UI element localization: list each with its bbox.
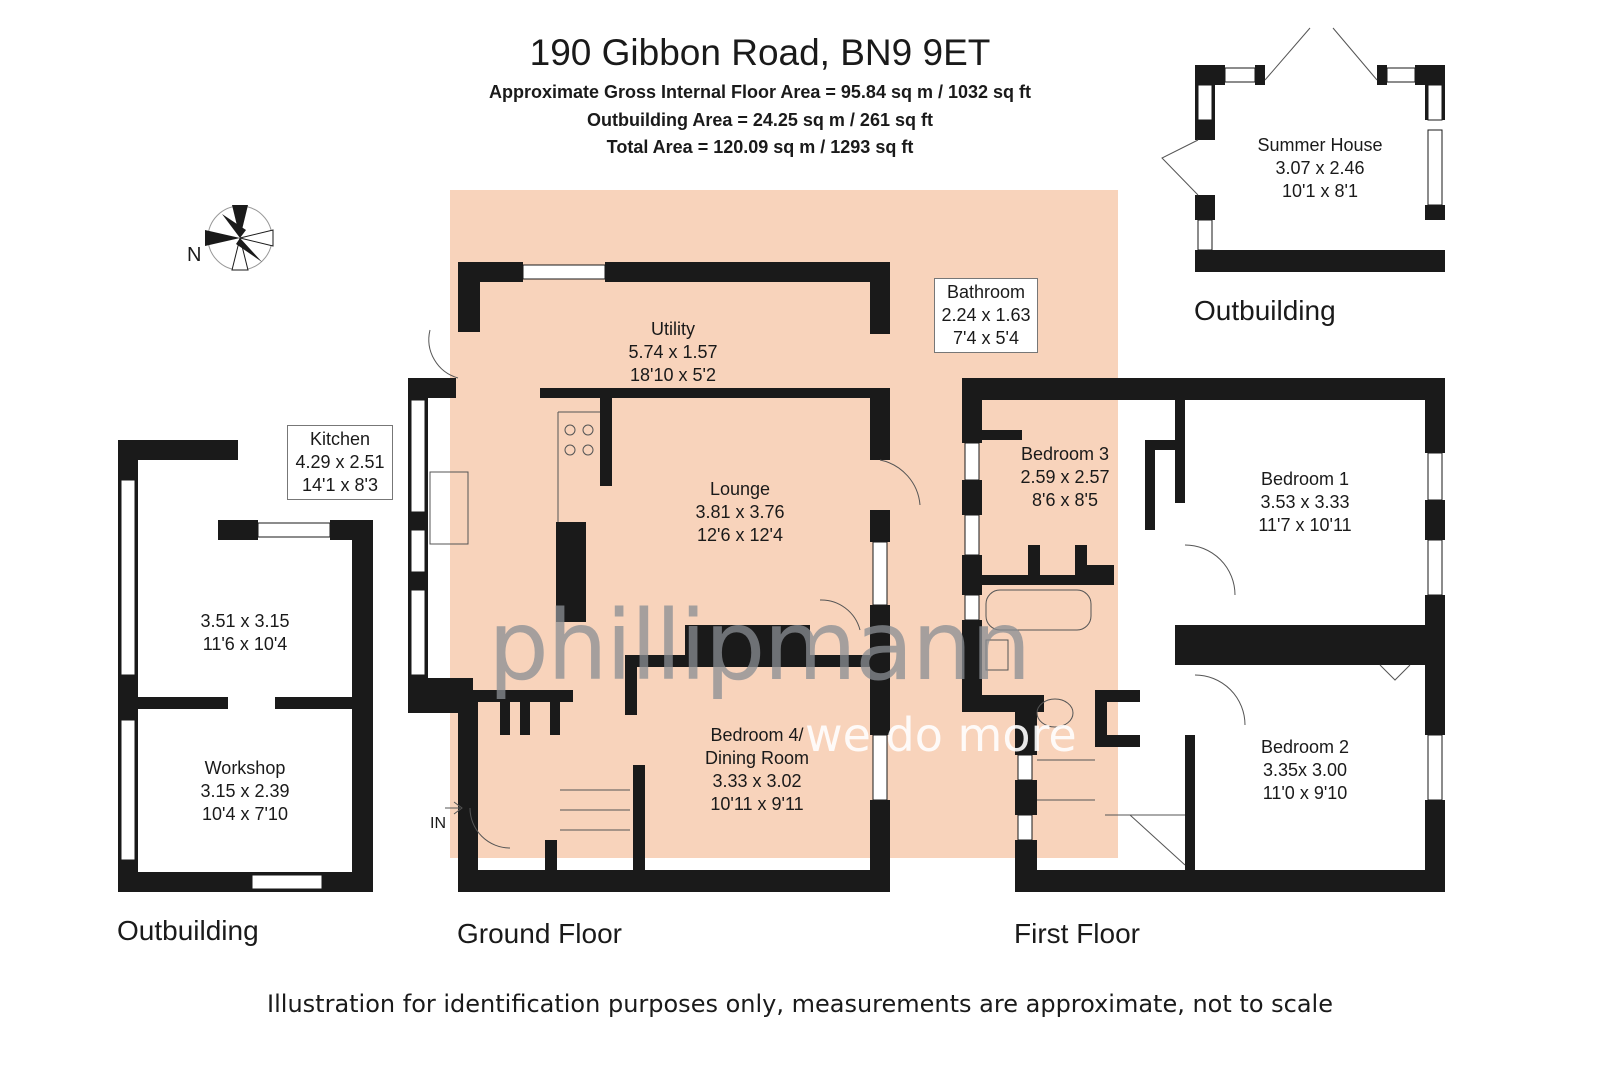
first-floor-walls bbox=[962, 378, 1445, 892]
entrance-label: IN bbox=[430, 815, 446, 832]
room-name: Bedroom 4/ bbox=[710, 725, 804, 745]
room-bedroom-4: Bedroom 4/ Dining Room 3.33 x 3.02 10'11… bbox=[682, 724, 832, 816]
watermark-tagline: we do more bbox=[805, 708, 1077, 762]
room-outbuilding-store: 3.51 x 3.15 11'6 x 10'4 bbox=[180, 610, 310, 656]
ground-floor-windows bbox=[410, 264, 888, 801]
room-metric: 2.24 x 1.63 bbox=[941, 305, 1031, 325]
summer-house-walls bbox=[1195, 65, 1445, 272]
room-name: Bedroom 3 bbox=[1020, 444, 1110, 464]
room-name: Lounge bbox=[709, 479, 771, 499]
summer-house-doors bbox=[1161, 27, 1378, 196]
room-metric: 4.29 x 2.51 bbox=[295, 452, 385, 472]
room-imperial: 11'7 x 10'11 bbox=[1258, 515, 1352, 535]
room-imperial: 8'6 x 8'5 bbox=[1032, 490, 1098, 510]
room-metric: 3.81 x 3.76 bbox=[695, 502, 785, 522]
disclaimer-text: Illustration for identification purposes… bbox=[267, 990, 1333, 1018]
room-name: Bedroom 2 bbox=[1260, 737, 1350, 757]
room-metric: 3.33 x 3.02 bbox=[712, 771, 802, 791]
room-bathroom: Bathroom 2.24 x 1.63 7'4 x 5'4 bbox=[934, 278, 1038, 353]
room-imperial: 11'0 x 9'10 bbox=[1262, 783, 1348, 803]
room-name: Kitchen bbox=[309, 429, 371, 449]
room-summer-house: Summer House 3.07 x 2.46 10'1 x 8'1 bbox=[1245, 134, 1395, 203]
room-imperial: 18'10 x 5'2 bbox=[630, 365, 716, 385]
room-utility: Utility 5.74 x 1.57 18'10 x 5'2 bbox=[608, 318, 738, 387]
room-kitchen: Kitchen 4.29 x 2.51 14'1 x 8'3 bbox=[287, 425, 393, 500]
room-name: Utility bbox=[651, 319, 695, 339]
room-name: Summer House bbox=[1257, 135, 1383, 155]
room-imperial: 11'6 x 10'4 bbox=[202, 634, 288, 654]
section-label-ground-floor: Ground Floor bbox=[457, 918, 622, 949]
room-bedroom-3: Bedroom 3 2.59 x 2.57 8'6 x 8'5 bbox=[1000, 443, 1130, 512]
summer-house-windows bbox=[1197, 67, 1443, 251]
outbuilding-area-text: Outbuilding Area = 24.25 sq m / 261 sq f… bbox=[587, 110, 933, 130]
page-title: 190 Gibbon Road, BN9 9ET bbox=[529, 32, 991, 73]
room-imperial: 10'4 x 7'10 bbox=[202, 804, 288, 824]
room-metric: 2.59 x 2.57 bbox=[1020, 467, 1110, 487]
ground-floor-fittings bbox=[428, 329, 921, 849]
room-name: Workshop bbox=[204, 758, 286, 778]
section-label-outbuilding-left: Outbuilding bbox=[117, 915, 259, 946]
room-metric: 3.15 x 2.39 bbox=[200, 781, 290, 801]
room-bedroom-2: Bedroom 2 3.35x 3.00 11'0 x 9'10 bbox=[1240, 736, 1370, 805]
room-imperial: 7'4 x 5'4 bbox=[953, 328, 1019, 348]
room-imperial: 14'1 x 8'3 bbox=[302, 475, 378, 495]
room-name-line2: Dining Room bbox=[704, 748, 810, 768]
room-metric: 3.35x 3.00 bbox=[1262, 760, 1348, 780]
room-imperial: 12'6 x 12'4 bbox=[697, 525, 783, 545]
room-metric: 3.07 x 2.46 bbox=[1275, 158, 1365, 178]
room-metric: 3.53 x 3.33 bbox=[1260, 492, 1350, 512]
watermark-brand: phillipmann bbox=[488, 590, 1031, 702]
room-metric: 3.51 x 3.15 bbox=[200, 611, 290, 631]
entrance-arrow bbox=[445, 801, 463, 815]
section-label-first-floor: First Floor bbox=[1014, 918, 1140, 949]
gross-area-text: Approximate Gross Internal Floor Area = … bbox=[488, 82, 1032, 102]
room-name: Bedroom 1 bbox=[1260, 469, 1350, 489]
section-label-outbuilding-right: Outbuilding bbox=[1194, 295, 1336, 326]
outbuilding-left-windows bbox=[120, 479, 331, 890]
room-metric: 5.74 x 1.57 bbox=[628, 342, 718, 362]
total-area-text: Total Area = 120.09 sq m / 1293 sq ft bbox=[606, 137, 914, 157]
compass-north-label: N bbox=[187, 244, 202, 266]
room-imperial: 10'1 x 8'1 bbox=[1282, 181, 1358, 201]
room-workshop: Workshop 3.15 x 2.39 10'4 x 7'10 bbox=[180, 757, 310, 826]
first-floor-fittings bbox=[985, 544, 1411, 866]
compass-rose bbox=[205, 205, 274, 271]
room-lounge: Lounge 3.81 x 3.76 12'6 x 12'4 bbox=[675, 478, 805, 547]
room-imperial: 10'11 x 9'11 bbox=[710, 794, 804, 814]
room-bedroom-1: Bedroom 1 3.53 x 3.33 11'7 x 10'11 bbox=[1235, 468, 1375, 537]
room-name: Bathroom bbox=[946, 282, 1026, 302]
first-floor-windows bbox=[964, 442, 1443, 841]
